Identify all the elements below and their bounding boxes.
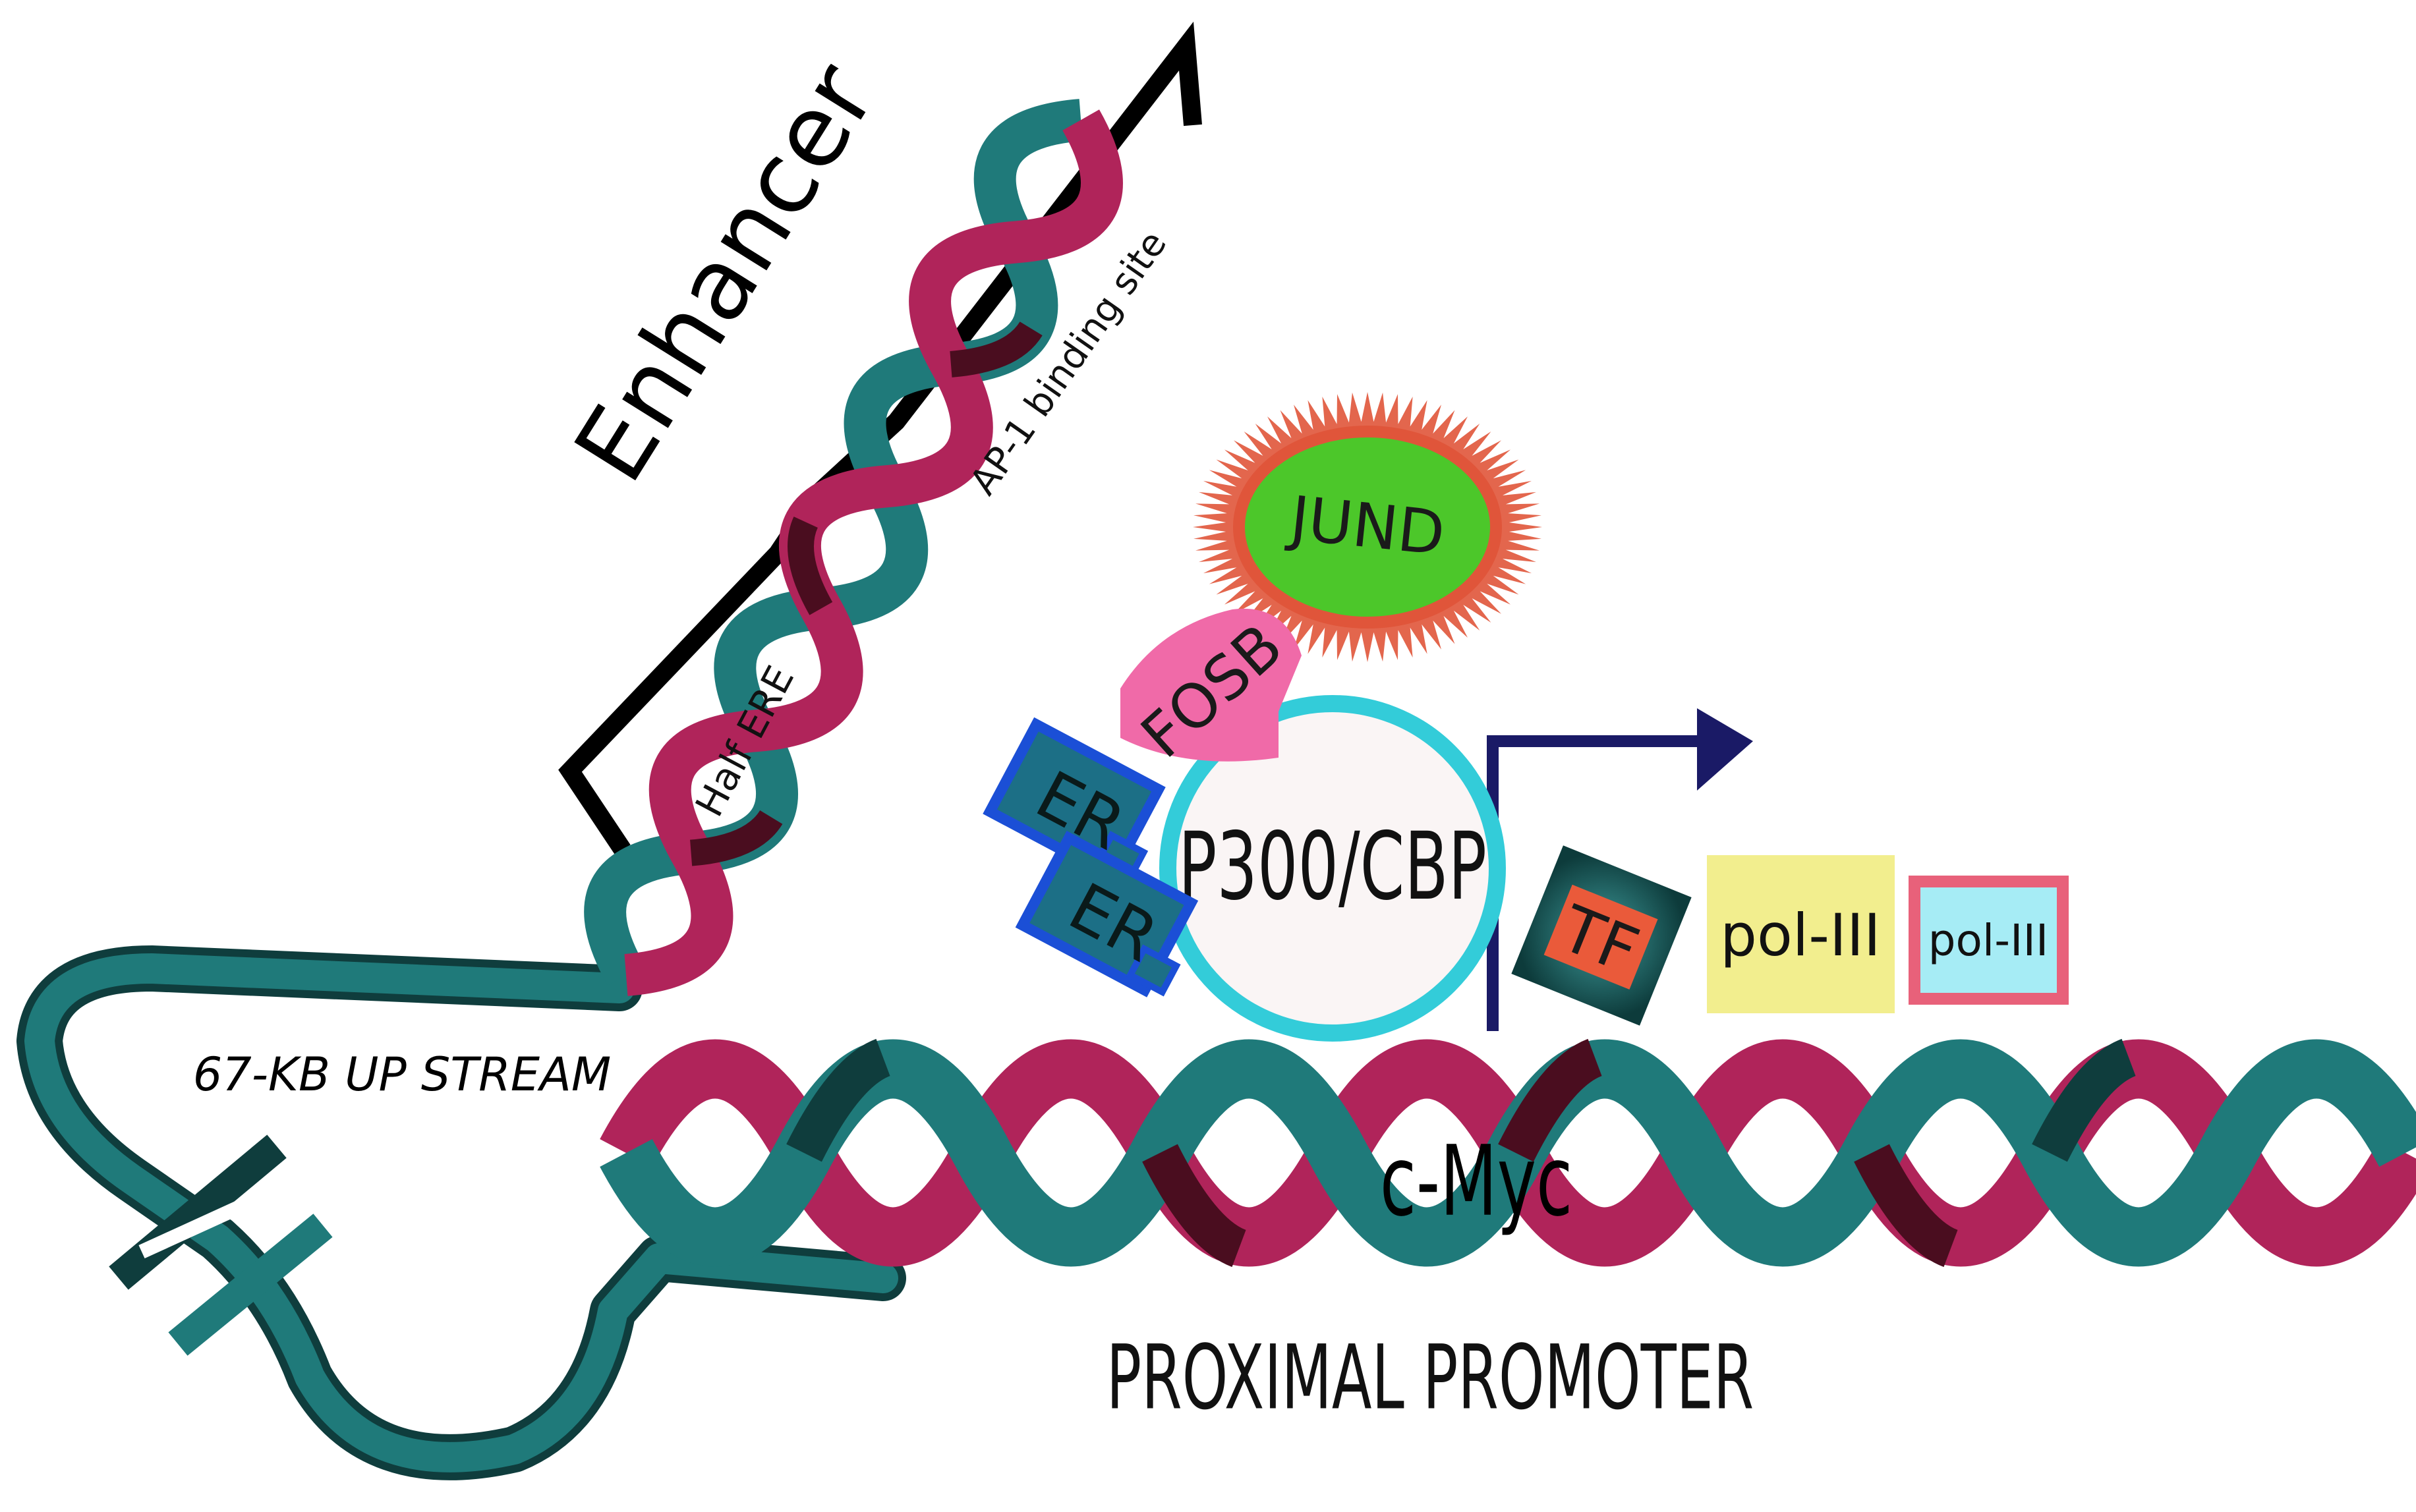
pol-iii-box-b [1909,876,2069,1005]
p300-cbp-circle [1159,695,1506,1042]
jund-label: JUND [1284,483,1448,569]
promoter-helix [600,1038,2416,1268]
arrow-head [1697,708,1753,791]
pol-iii-box-a [1707,855,1895,1013]
loop-break-symbol [109,1134,333,1356]
er-protein-2 [1015,831,1199,997]
tf-protein [1511,845,1692,1026]
pol-iii-label-a: pol-III [1720,901,1881,969]
upstream-label: 67-KB UP STREAM [193,1048,612,1102]
proximal-promoter-label: PROXIMAL PROMOTER [1107,1326,1754,1429]
p300-cbp-label: P300/CBP [1178,812,1487,921]
pol-iii-label-b: pol-III [1928,915,2049,966]
jund-protein [1193,392,1542,662]
enhancer-helix [584,99,1123,996]
cmyc-label: c-Myc [1380,1125,1572,1238]
dna-loop [16,945,906,1480]
fosb-protein [1120,608,1302,762]
